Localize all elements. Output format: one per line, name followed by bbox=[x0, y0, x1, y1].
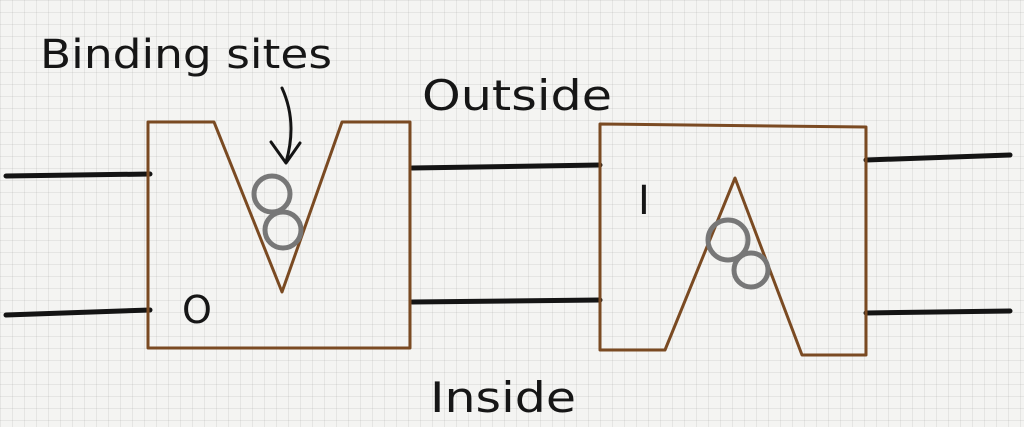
membrane-top-left bbox=[3, 171, 153, 179]
transporter-outward-open: O bbox=[146, 120, 412, 350]
membrane-top-right bbox=[863, 152, 1013, 163]
binding-site-circle bbox=[731, 250, 771, 290]
membrane-bottom-right bbox=[863, 308, 1013, 316]
arrow-head bbox=[269, 140, 302, 165]
binding-sites-label: Binding sites bbox=[40, 32, 332, 78]
binding-site-circle bbox=[705, 217, 751, 263]
inside-label: Inside bbox=[430, 373, 576, 422]
transporter-inward-open: I bbox=[598, 122, 868, 357]
membrane bbox=[3, 152, 1013, 318]
transporter-inward-body bbox=[598, 122, 868, 357]
arrow-shaft bbox=[280, 86, 293, 164]
state-label-outward: O bbox=[182, 288, 212, 332]
binding-sites-arrow bbox=[269, 86, 302, 165]
binding-site-circle bbox=[251, 173, 293, 215]
membrane-bottom-left bbox=[3, 307, 153, 318]
binding-site-circle bbox=[262, 209, 304, 251]
membrane-bottom-middle bbox=[409, 297, 603, 305]
state-label-inward: I bbox=[638, 178, 650, 224]
outside-label: Outside bbox=[422, 71, 612, 120]
membrane-top-middle bbox=[409, 162, 603, 171]
transporter-outward-body bbox=[146, 120, 412, 350]
